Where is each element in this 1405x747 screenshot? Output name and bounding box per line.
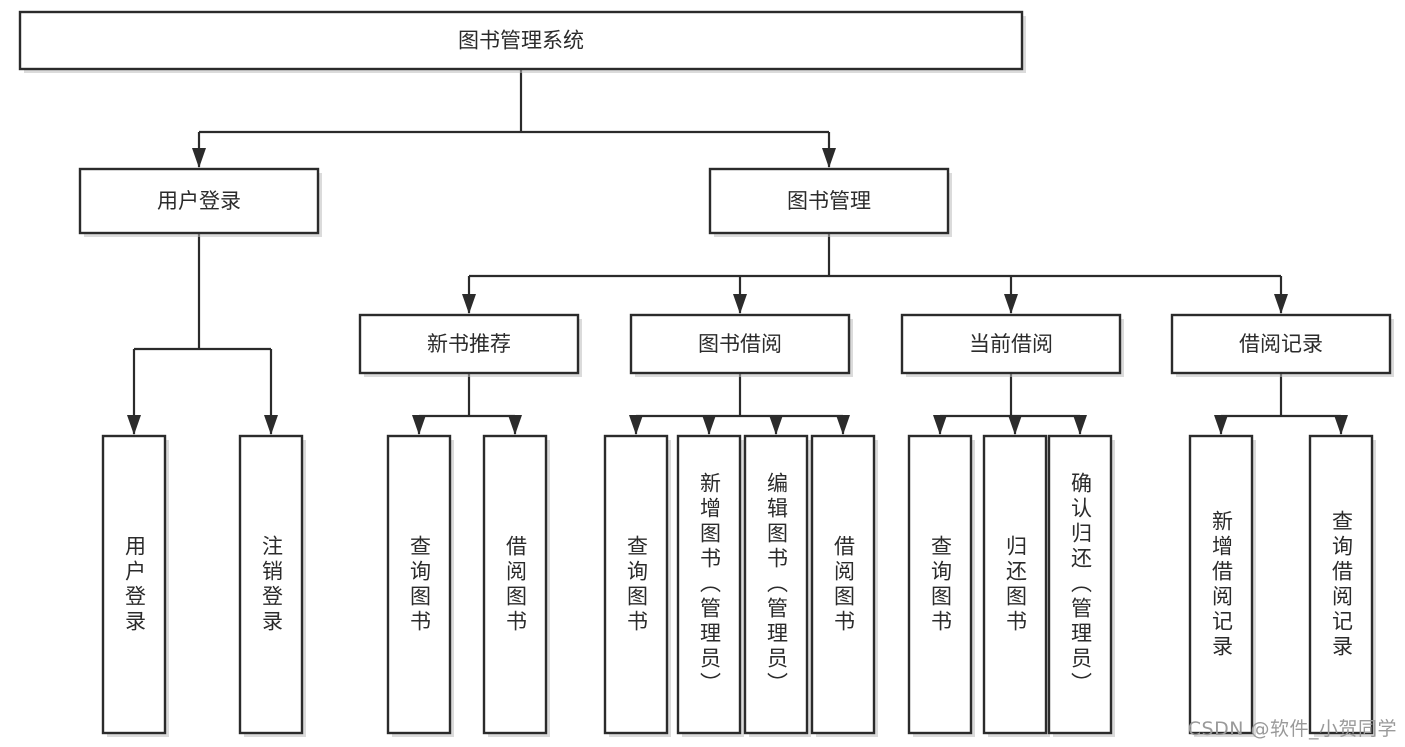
arrowhead-icon bbox=[508, 415, 522, 435]
node-level2-label-0: 新书推荐 bbox=[427, 332, 511, 356]
node-box-layer bbox=[18, 10, 1394, 737]
arrowhead-icon bbox=[1214, 415, 1228, 435]
arrowhead-icon bbox=[462, 294, 476, 314]
arrowhead-icon bbox=[822, 148, 836, 168]
node-level2-label-2: 当前借阅 bbox=[969, 332, 1053, 356]
node-leaf-box-2[interactable] bbox=[386, 434, 452, 735]
arrowhead-icon bbox=[1274, 294, 1288, 314]
node-leaf-box-8[interactable] bbox=[907, 434, 973, 735]
node-level2-box-3[interactable] bbox=[1170, 313, 1392, 375]
node-level2-label-1: 图书借阅 bbox=[698, 332, 782, 356]
node-level2-label-3: 借阅记录 bbox=[1239, 332, 1323, 356]
node-leaf-box-9[interactable] bbox=[982, 434, 1048, 735]
node-level1-box-0[interactable] bbox=[78, 167, 320, 235]
arrowhead-icon bbox=[769, 415, 783, 435]
arrowhead-icon bbox=[1008, 415, 1022, 435]
arrowhead-icon bbox=[412, 415, 426, 435]
node-leaf-box-10[interactable] bbox=[1047, 434, 1113, 735]
arrowhead-icon bbox=[733, 294, 747, 314]
arrowhead-icon bbox=[1004, 294, 1018, 314]
arrowhead-icon bbox=[1334, 415, 1348, 435]
node-level2-box-2[interactable] bbox=[900, 313, 1122, 375]
node-root-box[interactable] bbox=[18, 10, 1024, 71]
node-leaf-box-11[interactable] bbox=[1188, 434, 1254, 735]
connector-layer bbox=[127, 69, 1348, 435]
node-leaf-box-1[interactable] bbox=[238, 434, 304, 735]
node-level1-label-1: 图书管理 bbox=[787, 189, 871, 213]
csdn-watermark: CSDN @软件_小贺同学 bbox=[1187, 718, 1397, 740]
node-root-label: 图书管理系统 bbox=[458, 29, 584, 53]
arrowhead-icon bbox=[702, 415, 716, 435]
node-leaf-box-0[interactable] bbox=[101, 434, 167, 735]
arrowhead-icon bbox=[629, 415, 643, 435]
arrowhead-icon bbox=[836, 415, 850, 435]
node-leaf-box-4[interactable] bbox=[603, 434, 669, 735]
node-level2-box-1[interactable] bbox=[629, 313, 851, 375]
arrowhead-icon bbox=[264, 415, 278, 435]
node-leaf-box-12[interactable] bbox=[1308, 434, 1374, 735]
node-level1-label-0: 用户登录 bbox=[157, 189, 241, 213]
node-leaf-box-3[interactable] bbox=[482, 434, 548, 735]
node-leaf-box-6[interactable] bbox=[743, 434, 809, 735]
arrowhead-icon bbox=[1073, 415, 1087, 435]
node-level1-box-1[interactable] bbox=[708, 167, 950, 235]
arrowhead-icon bbox=[933, 415, 947, 435]
node-level2-box-0[interactable] bbox=[358, 313, 580, 375]
node-leaf-box-7[interactable] bbox=[810, 434, 876, 735]
arrowhead-icon bbox=[192, 148, 206, 168]
arrowhead-icon bbox=[127, 415, 141, 435]
node-leaf-box-5[interactable] bbox=[676, 434, 742, 735]
